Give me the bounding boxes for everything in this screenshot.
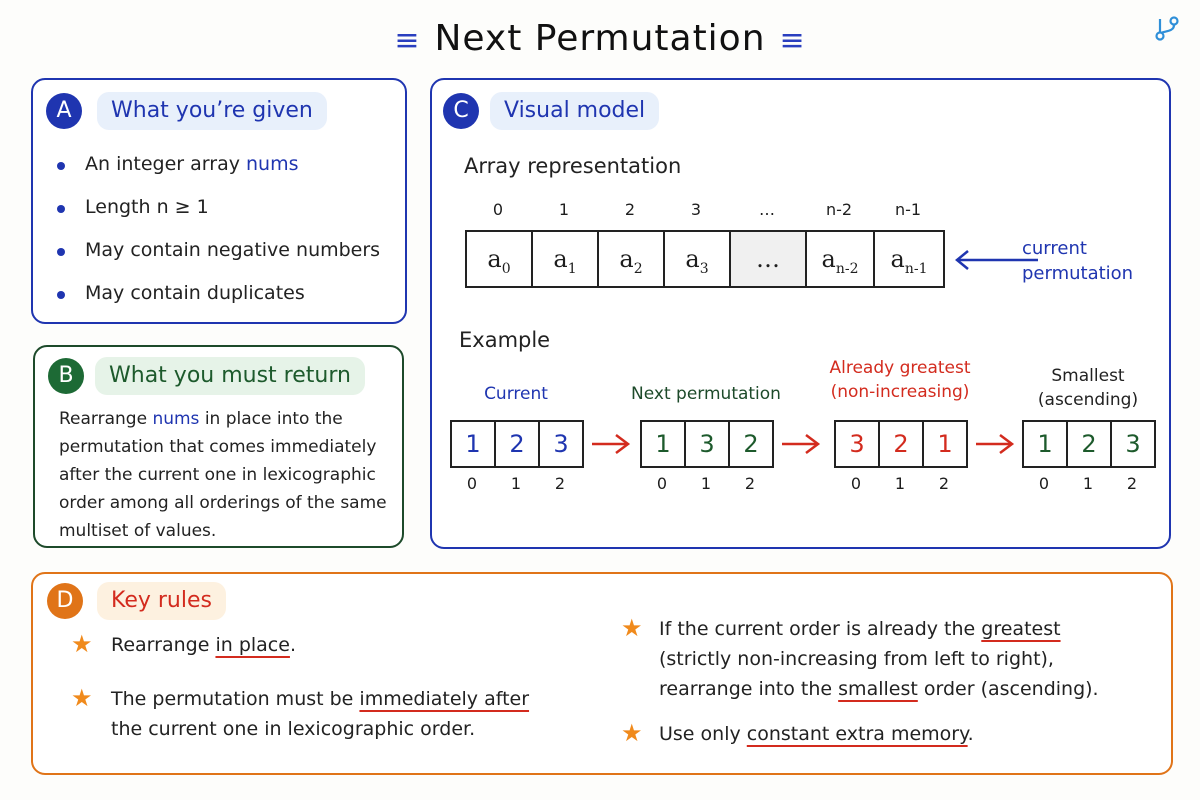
array-index: 0 bbox=[492, 200, 504, 219]
array-index: 1 bbox=[558, 200, 570, 219]
array-cell: a0 bbox=[465, 230, 533, 288]
key-rules-panel: D Key rules ★ Rearrange in place. ★ The … bbox=[31, 572, 1173, 775]
example-index: 2 bbox=[1126, 474, 1138, 493]
array-cell: an-2 bbox=[805, 230, 875, 288]
example-index: 0 bbox=[1038, 474, 1050, 493]
arrow-right-icon bbox=[592, 434, 631, 454]
example-index: 0 bbox=[850, 474, 862, 493]
example-cell: 2 bbox=[1066, 420, 1112, 468]
arrow-right-icon bbox=[782, 434, 821, 454]
example-cell: 3 bbox=[834, 420, 880, 468]
example-cell: 3 bbox=[538, 420, 584, 468]
code-nums: nums bbox=[246, 153, 299, 175]
example-cell: 1 bbox=[1022, 420, 1068, 468]
code-nums: nums bbox=[152, 409, 200, 429]
array-cell: a1 bbox=[531, 230, 599, 288]
badge-c: C bbox=[443, 93, 479, 129]
badge-d: D bbox=[47, 583, 83, 619]
page-title-text: Next Permutation bbox=[434, 18, 766, 59]
visual-model-title: Visual model bbox=[490, 92, 660, 130]
example-cell: 3 bbox=[1110, 420, 1156, 468]
example-index: 2 bbox=[938, 474, 950, 493]
rule-1: Rearrange in place. bbox=[111, 634, 296, 656]
list-item: An integer array nums bbox=[57, 153, 397, 196]
given-list: An integer array nums Length n ≥ 1 May c… bbox=[57, 153, 397, 325]
example-cell: 1 bbox=[922, 420, 968, 468]
example-index: 1 bbox=[1082, 474, 1094, 493]
example-cell: 2 bbox=[728, 420, 774, 468]
return-title: What you must return bbox=[95, 357, 365, 395]
bullet-icon bbox=[57, 162, 65, 170]
pointer-label: current permutation bbox=[1022, 238, 1134, 284]
bullet-icon bbox=[57, 248, 65, 256]
given-title: What you’re given bbox=[97, 92, 327, 130]
star-icon: ★ bbox=[621, 614, 643, 642]
example-index: 1 bbox=[700, 474, 712, 493]
example-index: 1 bbox=[894, 474, 906, 493]
array-index: n-2 bbox=[825, 200, 853, 219]
example-cell: 2 bbox=[878, 420, 924, 468]
example-label: Current bbox=[484, 384, 548, 404]
badge-b: B bbox=[48, 358, 84, 394]
array-index: n-1 bbox=[894, 200, 922, 219]
example-index: 0 bbox=[466, 474, 478, 493]
example-index: 0 bbox=[656, 474, 668, 493]
rule-4: Use only constant extra memory. bbox=[659, 723, 974, 745]
array-heading: Array representation bbox=[464, 154, 682, 178]
list-item: May contain duplicates bbox=[57, 282, 397, 325]
example-index: 1 bbox=[510, 474, 522, 493]
example-label: Already greatest(non-increasing) bbox=[829, 358, 971, 402]
array-cell: … bbox=[729, 230, 807, 288]
example-index: 2 bbox=[744, 474, 756, 493]
bullet-icon bbox=[57, 205, 65, 213]
example-cell: 1 bbox=[450, 420, 496, 468]
star-icon: ★ bbox=[71, 630, 93, 658]
decoration-icon: ≡ bbox=[779, 23, 806, 58]
return-description: Rearrange nums in place into the permuta… bbox=[59, 409, 387, 541]
array-index: … bbox=[759, 200, 775, 219]
badge-a: A bbox=[46, 93, 82, 129]
example-label: Smallest(ascending) bbox=[1037, 366, 1139, 410]
page-title: ≡ Next Permutation ≡ bbox=[0, 18, 1200, 59]
star-icon: ★ bbox=[71, 684, 93, 712]
list-item: May contain negative numbers bbox=[57, 239, 397, 282]
array-index: 2 bbox=[624, 200, 636, 219]
example-heading: Example bbox=[459, 328, 551, 352]
branch-icon bbox=[1155, 16, 1179, 41]
example-cell: 3 bbox=[684, 420, 730, 468]
key-rules-title: Key rules bbox=[97, 582, 226, 620]
decoration-icon: ≡ bbox=[394, 23, 421, 58]
pointer-arrow bbox=[955, 250, 1038, 270]
array-cell: an-1 bbox=[873, 230, 945, 288]
return-panel: B What you must return Rearrange nums in… bbox=[33, 345, 404, 548]
example-label: Next permutation bbox=[631, 384, 781, 404]
example-index: 2 bbox=[554, 474, 566, 493]
star-icon: ★ bbox=[621, 719, 643, 747]
array-cell: a2 bbox=[597, 230, 665, 288]
array-index: 3 bbox=[690, 200, 702, 219]
arrow-right-icon bbox=[976, 434, 1015, 454]
rule-3: If the current order is already the grea… bbox=[659, 618, 1099, 700]
given-panel: A What you’re given An integer array num… bbox=[31, 78, 407, 324]
example-cell: 2 bbox=[494, 420, 540, 468]
list-item: Length n ≥ 1 bbox=[57, 196, 397, 239]
array-cell: a3 bbox=[663, 230, 731, 288]
bullet-icon bbox=[57, 291, 65, 299]
example-cell: 1 bbox=[640, 420, 686, 468]
rule-2: The permutation must be immediately afte… bbox=[111, 688, 530, 740]
